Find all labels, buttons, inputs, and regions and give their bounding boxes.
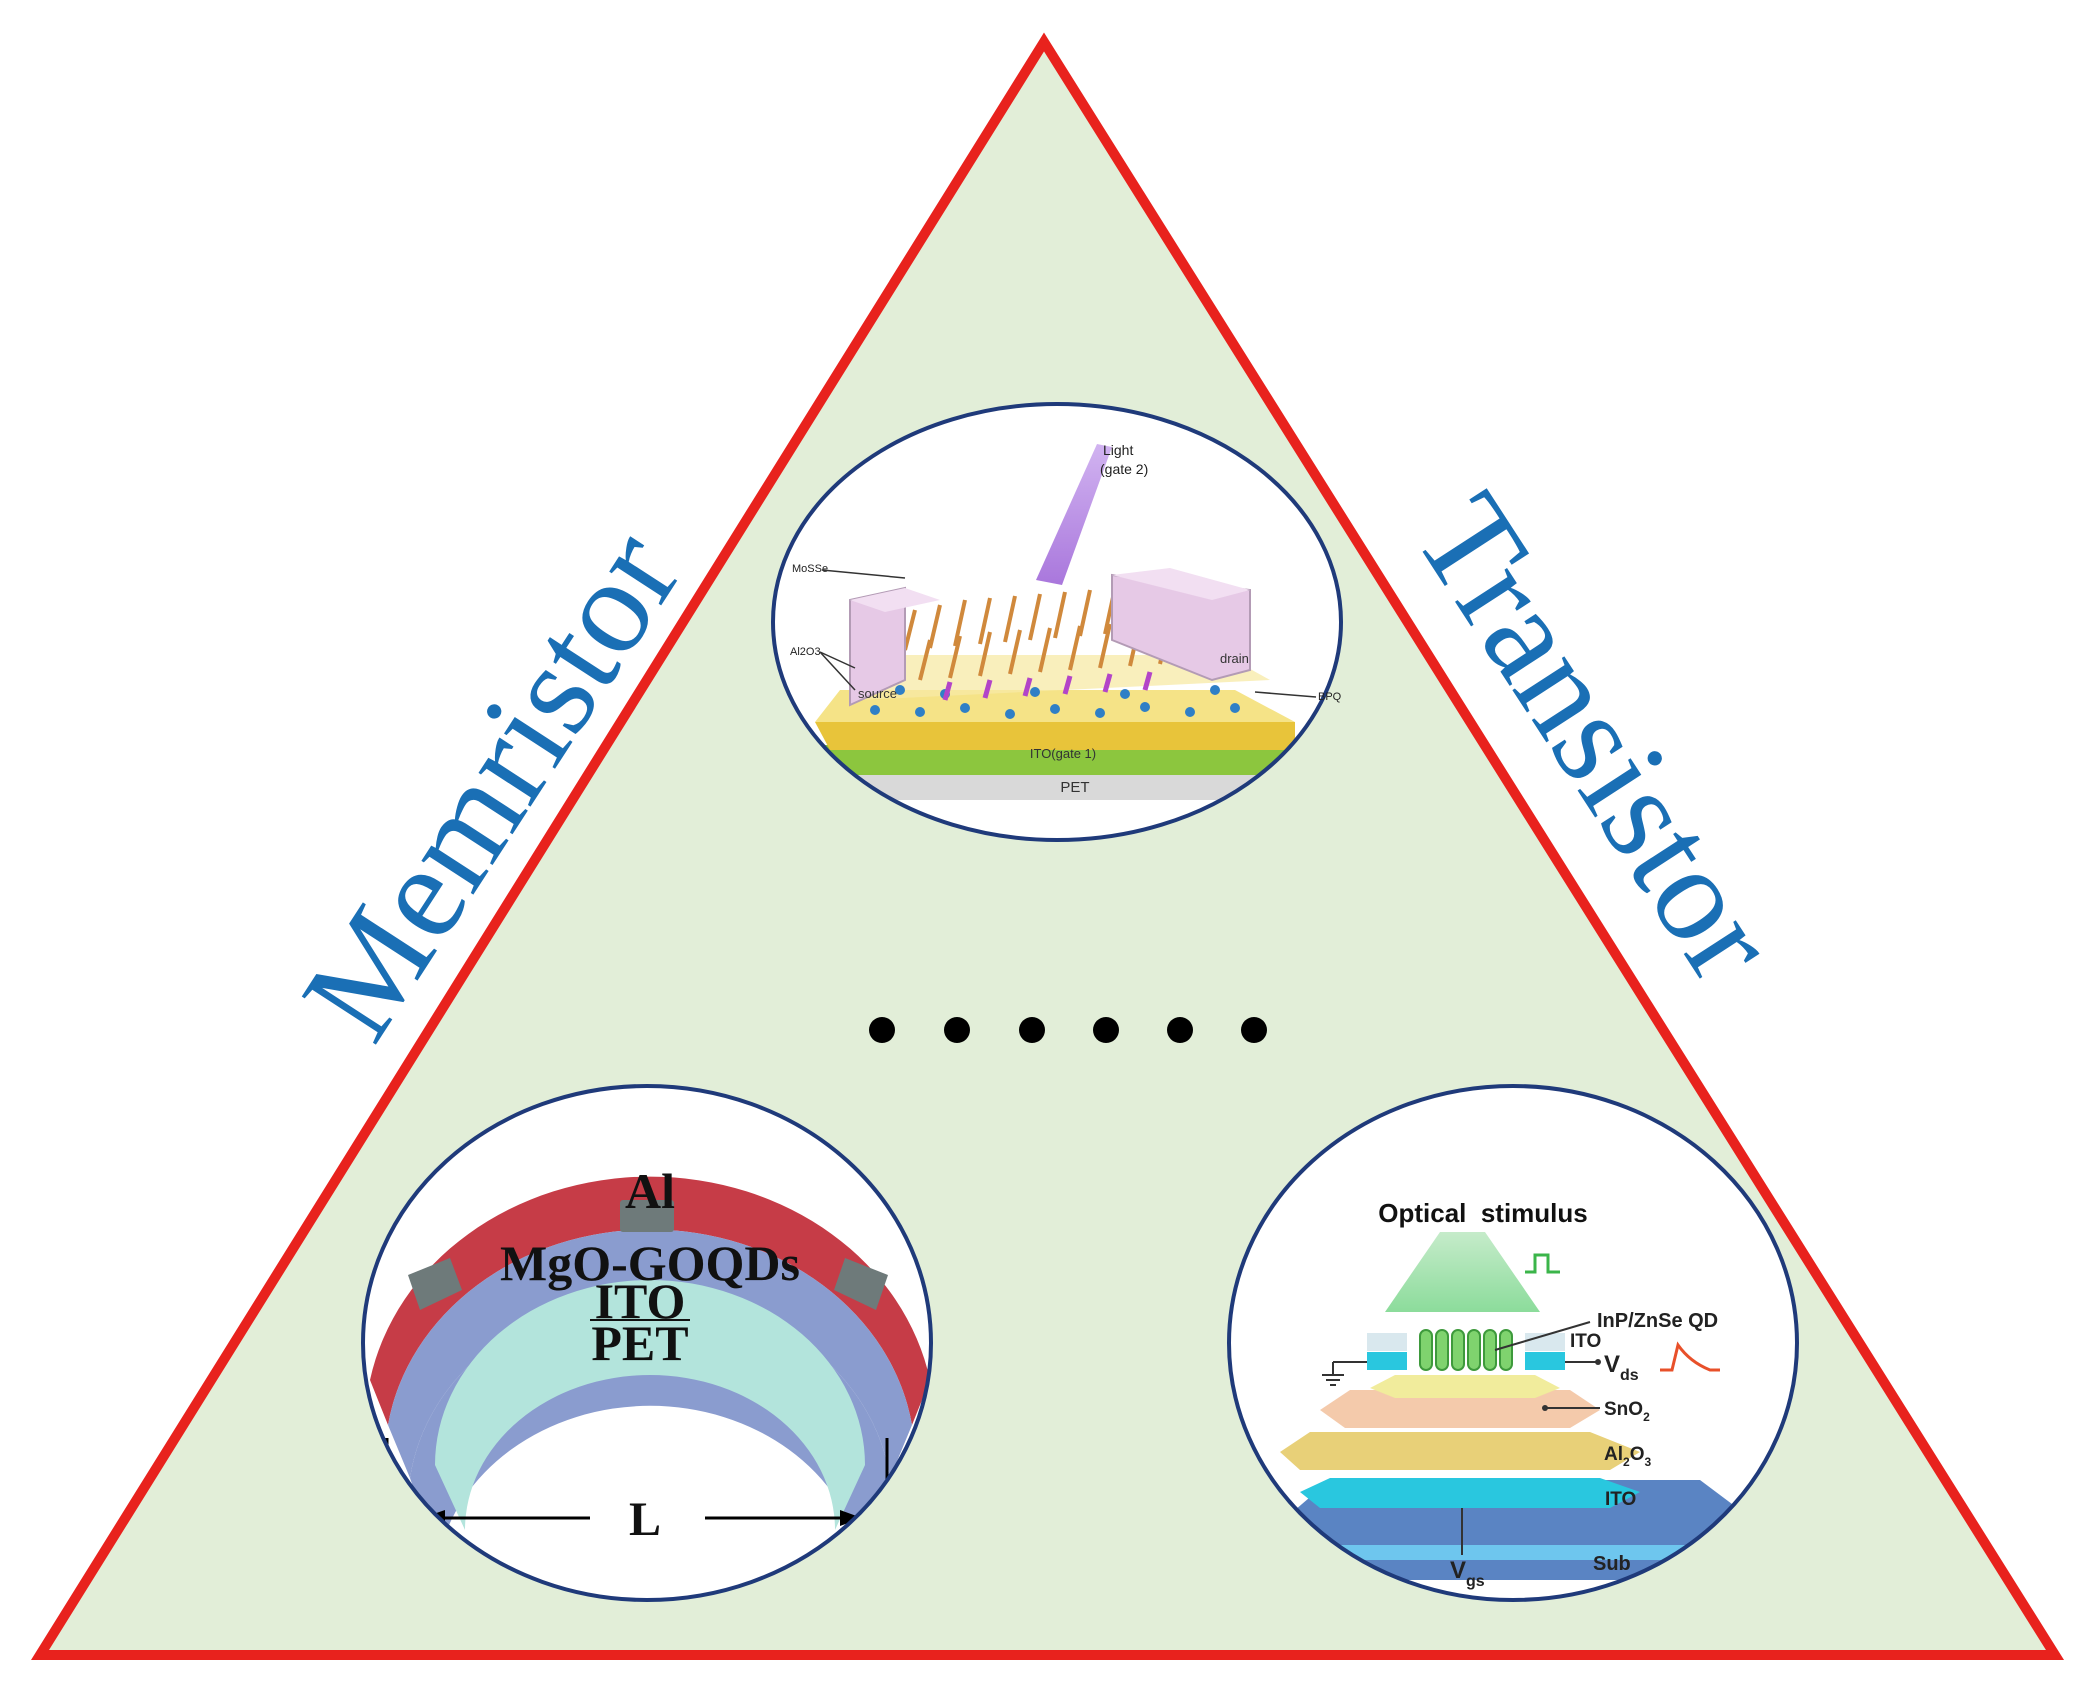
light-label-line2: (gate 2) [1100, 461, 1148, 477]
bpq-label: BPQ [1318, 691, 1342, 703]
green-layer [820, 745, 1295, 775]
light-label-line1: Light [1103, 442, 1133, 458]
source-label: source [858, 686, 897, 701]
bpq-dots [870, 685, 1240, 719]
length-label: L [629, 1493, 661, 1546]
pet-label: PET [1060, 779, 1089, 796]
ito-right-contact [1525, 1352, 1565, 1370]
al2o3-layer [1280, 1432, 1640, 1470]
al-electrode-left [408, 1258, 462, 1310]
pulse-green-icon [1525, 1253, 1560, 1274]
ito-gate-layer [815, 722, 1295, 750]
vds-label: Vds [1604, 1351, 1639, 1384]
memristor-device-circle: Al MgO-GOQDs ITO PET L [361, 1084, 933, 1602]
ito-left-contact [1367, 1352, 1407, 1370]
vgs-label: Vgs [1450, 1557, 1485, 1590]
light-beam-shape [1036, 444, 1112, 585]
ellipsis-dots [869, 1017, 1267, 1043]
ellipsis-dot [1241, 1017, 1267, 1043]
purple-nanorods [942, 671, 1153, 701]
ground-icon [1322, 1361, 1367, 1386]
al-electrode-right [834, 1258, 888, 1310]
al2o3-label: Al2O3 [1604, 1444, 1651, 1469]
channel-label: MoSSe [792, 563, 828, 575]
qd-channel [1419, 1329, 1513, 1371]
pulse-orange-icon [1660, 1341, 1720, 1372]
ito-bottom-layer [1300, 1478, 1640, 1508]
sno2-label: SnO2 [1604, 1399, 1650, 1424]
optical-light-beam [1385, 1232, 1540, 1312]
ito-arc [388, 1229, 912, 1478]
al-electrode-center [620, 1200, 674, 1232]
drain-label: drain [1220, 651, 1249, 666]
optical-stimulus-title: Optical stimulus [1378, 1198, 1588, 1228]
ito-bottom-label: ITO [1605, 1489, 1636, 1510]
qd-label: InP/ZnSe QD [1597, 1310, 1718, 1332]
ito-top-label: ITO [1570, 1331, 1601, 1352]
sno2-layer [1320, 1390, 1600, 1428]
top-device-circle: Light (gate 2) MoSSe Al2O3 source drain … [771, 402, 1343, 842]
ellipsis-dot [944, 1017, 970, 1043]
ellipsis-dot [1167, 1017, 1193, 1043]
dielectric-label: Al2O3 [790, 646, 821, 658]
optical-device-circle: Optical stimulus InP/ZnSe QD ITO Vds SnO… [1227, 1084, 1799, 1602]
ellipsis-dot [1019, 1017, 1045, 1043]
ito-gate-label: ITO(gate 1) [1030, 746, 1096, 761]
pet-arc [435, 1280, 865, 1530]
mgo-goqds-label: MgO-GOQDs [500, 1235, 800, 1291]
ellipsis-dot [869, 1017, 895, 1043]
ellipsis-dot [1093, 1017, 1119, 1043]
pet-label-memristor: PET [591, 1315, 688, 1371]
mgo-goqds-arc [370, 1176, 930, 1425]
substrate-label: Sub [1593, 1553, 1631, 1575]
al-label: Al [625, 1163, 675, 1219]
